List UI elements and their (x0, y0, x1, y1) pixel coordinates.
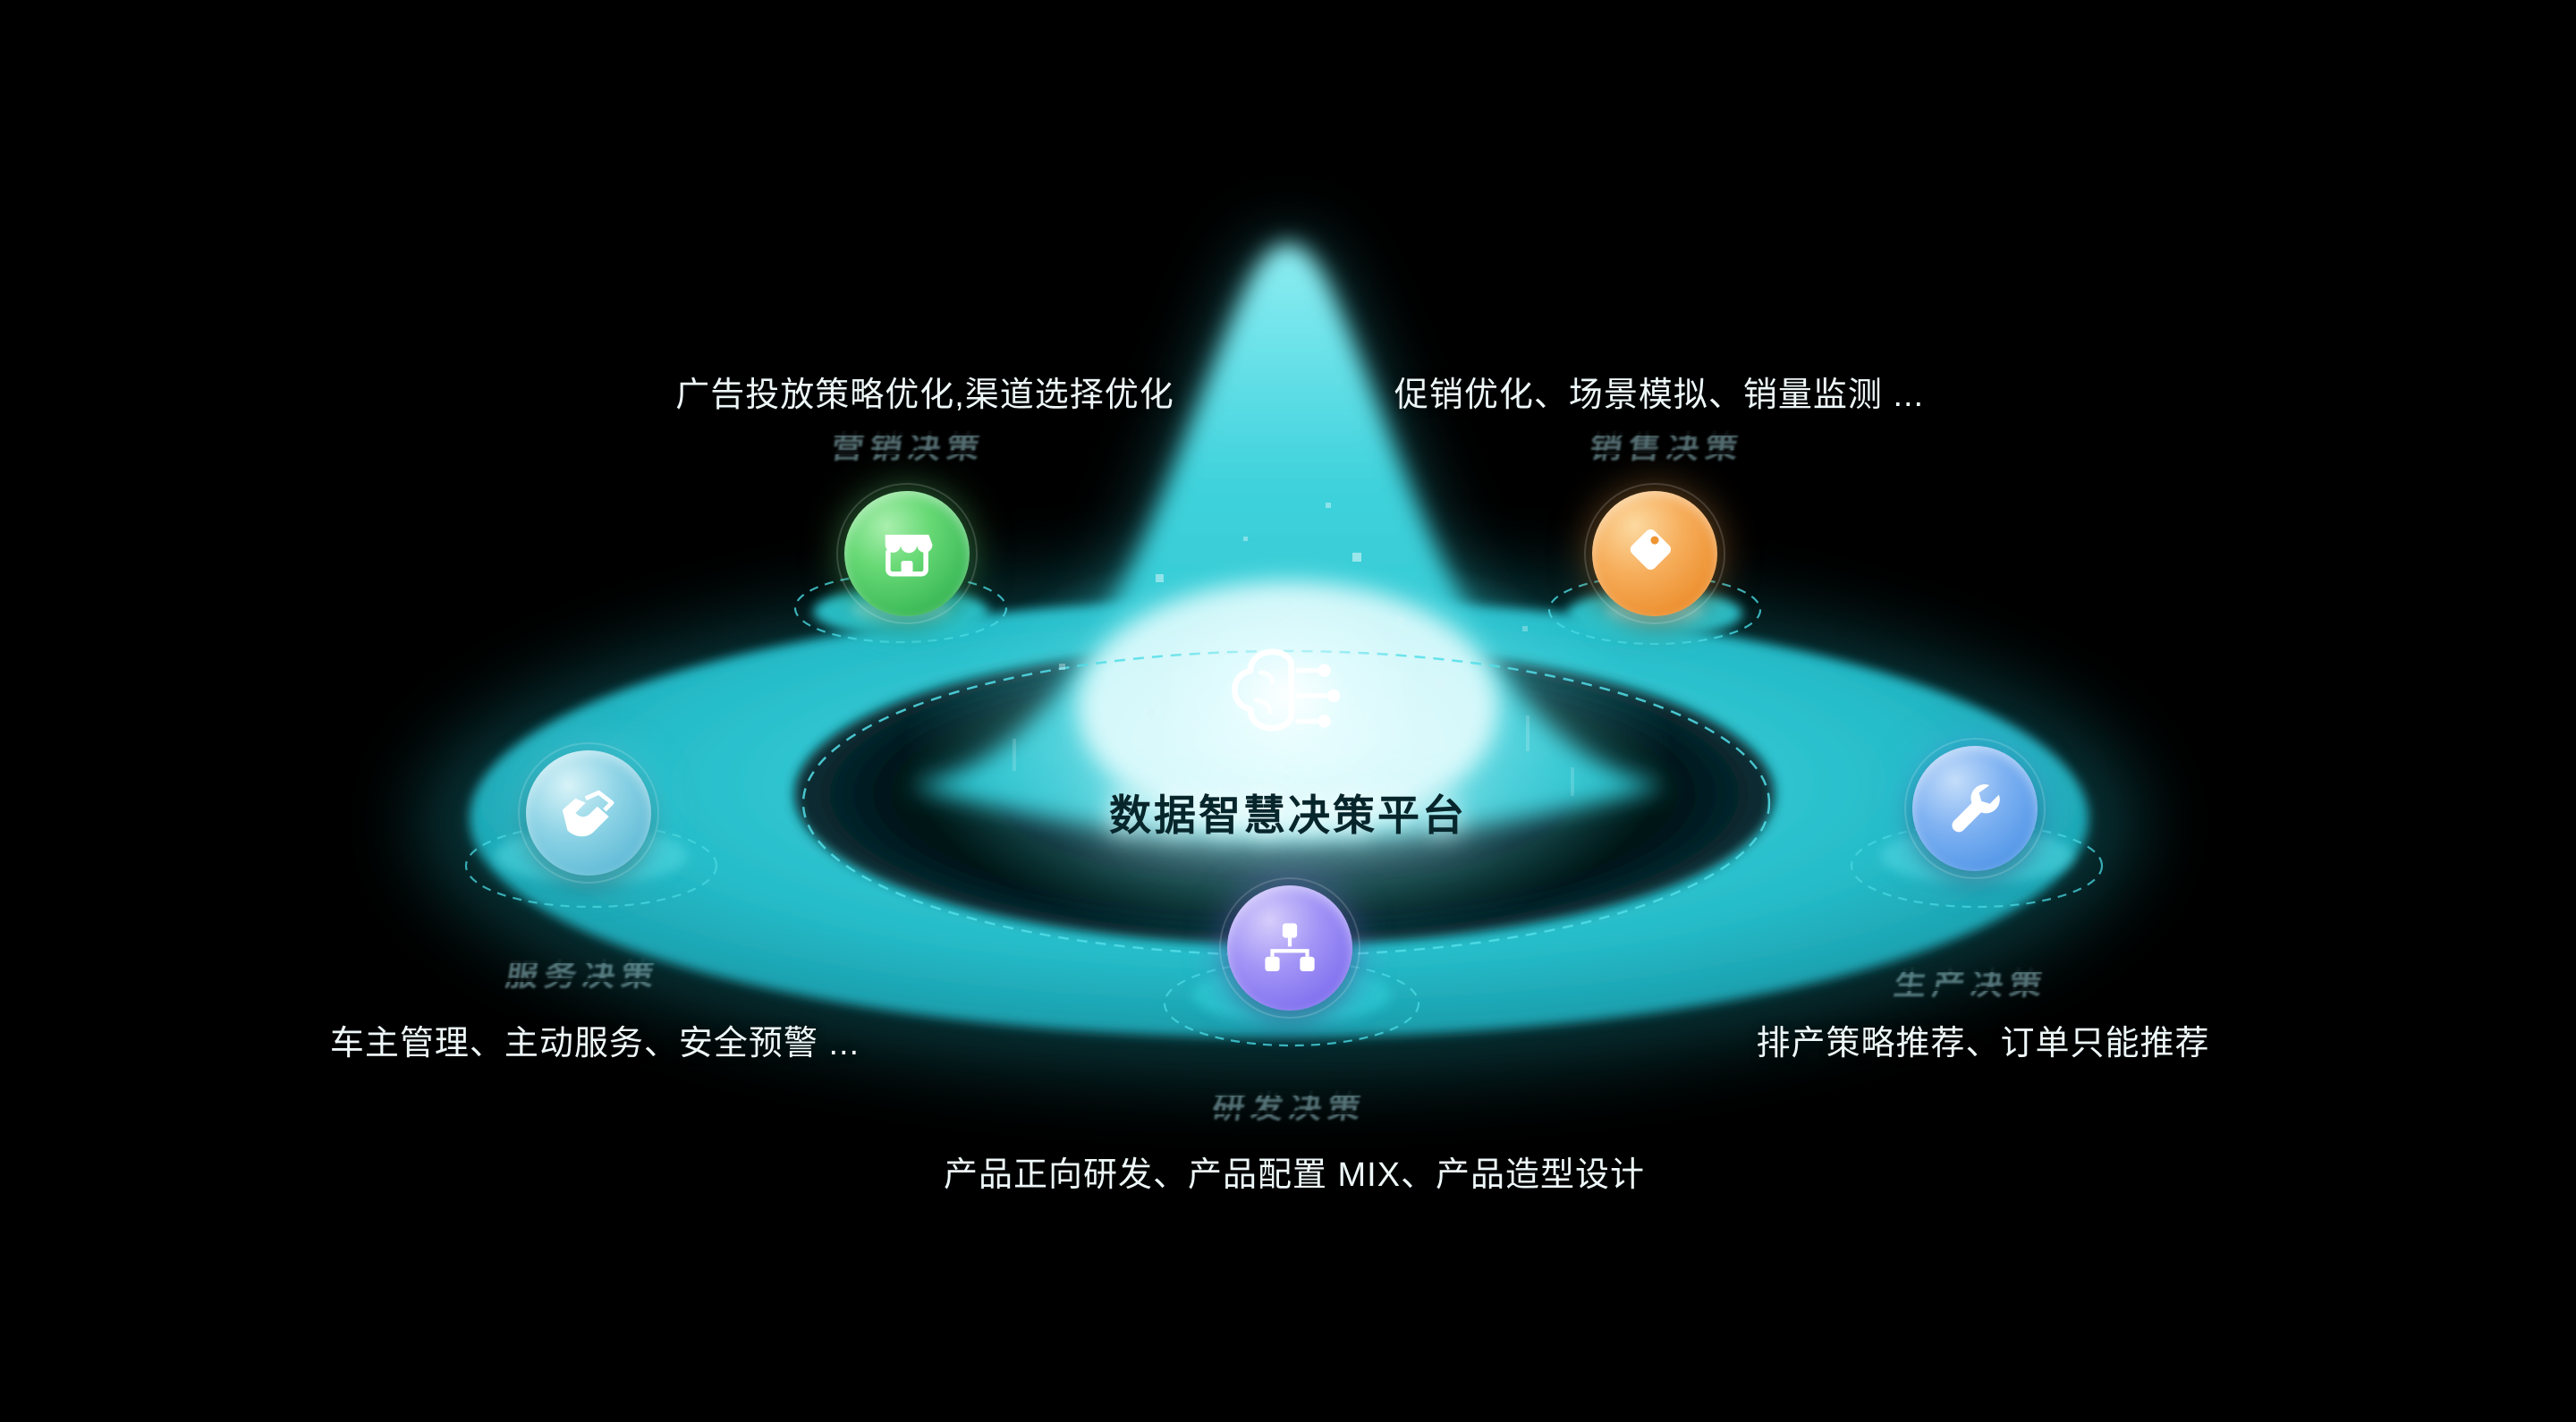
node-label-marketing: 营销决策 (829, 430, 988, 465)
node-desc-production: 排产策略推荐、订单只能推荐 (1756, 1025, 2210, 1062)
data-particle (1326, 503, 1331, 508)
node-desc-service: 车主管理、主动服务、安全预警 ... (329, 1025, 860, 1062)
wrench-icon (1904, 738, 2046, 879)
data-particle (1453, 753, 1459, 759)
brain-circuit-icon (1186, 622, 1386, 769)
data-particle (1526, 715, 1530, 751)
node-label-rnd: 研发决策 (1210, 1090, 1369, 1125)
data-particle (1571, 767, 1574, 796)
node-label-service: 服务决策 (504, 958, 663, 993)
data-particle (1147, 708, 1154, 715)
node-desc-marketing: 广告投放策略优化,渠道选择优化 (675, 377, 1174, 414)
data-particle (1388, 771, 1395, 778)
storefront-icon (836, 483, 978, 624)
node-label-production: 生产决策 (1892, 967, 2051, 1002)
node-desc-rnd: 产品正向研发、产品配置 MIX、产品造型设计 (943, 1156, 1646, 1194)
data-particle (1435, 678, 1445, 689)
data-particle (1059, 664, 1065, 670)
hierarchy-icon (1219, 877, 1360, 1019)
data-particle (1156, 574, 1164, 582)
platform-title: 数据智慧决策平台 (1109, 791, 1467, 839)
node-desc-sales: 促销优化、场景模拟、销量监测 ... (1394, 377, 1925, 414)
data-particle (1397, 617, 1403, 623)
data-particle (1522, 626, 1528, 631)
price-tag-icon (1584, 483, 1725, 624)
node-label-sales: 销售决策 (1588, 430, 1747, 465)
handshake-icon (518, 742, 659, 884)
data-particle (1013, 739, 1016, 771)
data-particle (1243, 537, 1248, 541)
data-particle (1352, 553, 1361, 562)
